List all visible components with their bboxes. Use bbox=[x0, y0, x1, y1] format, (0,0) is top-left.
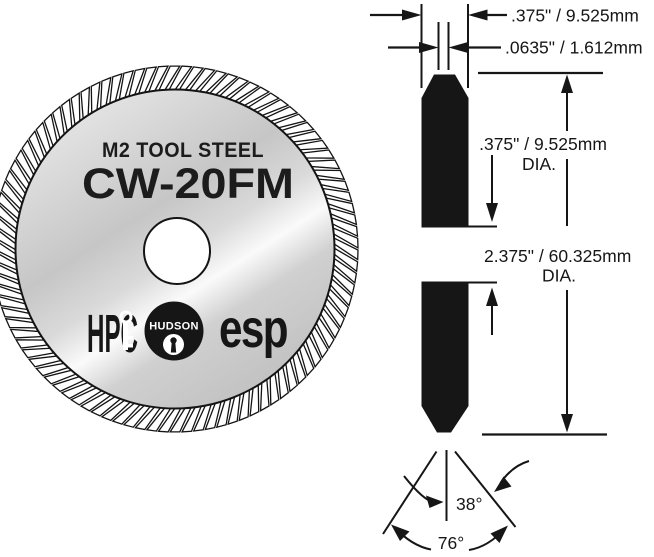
arrow-up-left-icon bbox=[391, 524, 410, 541]
arrow-down-left-icon bbox=[494, 476, 512, 492]
wheel-arbor-hole bbox=[143, 217, 211, 285]
thickness-label: .0635" / 1.612mm bbox=[505, 38, 643, 58]
hpc-logo: HPC bbox=[87, 304, 138, 364]
thickness-dimension: .0635" / 1.612mm bbox=[388, 38, 643, 58]
width-dimension: .375" / 9.525mm bbox=[370, 6, 639, 26]
hudson-logo: HUDSON bbox=[144, 301, 204, 361]
arrow-right-icon bbox=[419, 42, 439, 53]
cutter-wheel: M2 TOOL STEEL CW-20FM HPC HUDSON esp bbox=[0, 65, 359, 433]
dimension-drawing: .375" / 9.525mm .0635" / 1.612mm 2.375" … bbox=[370, 4, 643, 553]
arrow-up-icon bbox=[561, 74, 573, 93]
hudson-logo-text: HUDSON bbox=[149, 321, 198, 333]
angle-callout: 38° 76° bbox=[382, 450, 530, 553]
hudson-logo-circle bbox=[144, 301, 204, 361]
hub-dia-label: .375" / 9.525mm bbox=[479, 134, 607, 154]
material-label: M2 TOOL STEEL bbox=[102, 139, 264, 162]
blade-section-upper bbox=[421, 74, 469, 226]
arrow-right-icon bbox=[402, 9, 422, 21]
hpc-key-icon bbox=[119, 310, 133, 350]
hub-diameter-dimension: .375" / 9.525mm DIA. bbox=[421, 134, 607, 335]
arrow-down-icon bbox=[486, 203, 498, 222]
outer-dia-label: 2.375" / 60.325mm bbox=[484, 246, 631, 266]
full-angle-label: 76° bbox=[438, 533, 464, 553]
arrow-up-icon bbox=[486, 287, 498, 306]
outer-diameter-dimension: 2.375" / 60.325mm DIA. bbox=[478, 71, 631, 436]
wheel-teeth bbox=[0, 65, 359, 433]
blade-section-lower bbox=[421, 283, 469, 433]
esp-logo: esp bbox=[219, 299, 289, 359]
arrow-down-icon bbox=[561, 414, 573, 433]
angle-flank-right bbox=[454, 450, 517, 528]
arrow-up-right-icon bbox=[490, 525, 508, 543]
angle-flank-left bbox=[382, 450, 438, 535]
outer-dia-label-2: DIA. bbox=[542, 266, 576, 286]
model-label: CW-20FM bbox=[82, 160, 294, 208]
hub-dia-label-2: DIA. bbox=[522, 154, 556, 174]
arrow-left-icon bbox=[448, 42, 468, 53]
half-angle-label: 38° bbox=[456, 494, 482, 514]
keyhole-icon bbox=[170, 337, 177, 353]
arrow-right-icon bbox=[426, 495, 444, 508]
width-label: .375" / 9.525mm bbox=[511, 6, 639, 26]
arrow-left-icon bbox=[468, 9, 488, 21]
esp-logo-text: esp bbox=[219, 299, 287, 359]
